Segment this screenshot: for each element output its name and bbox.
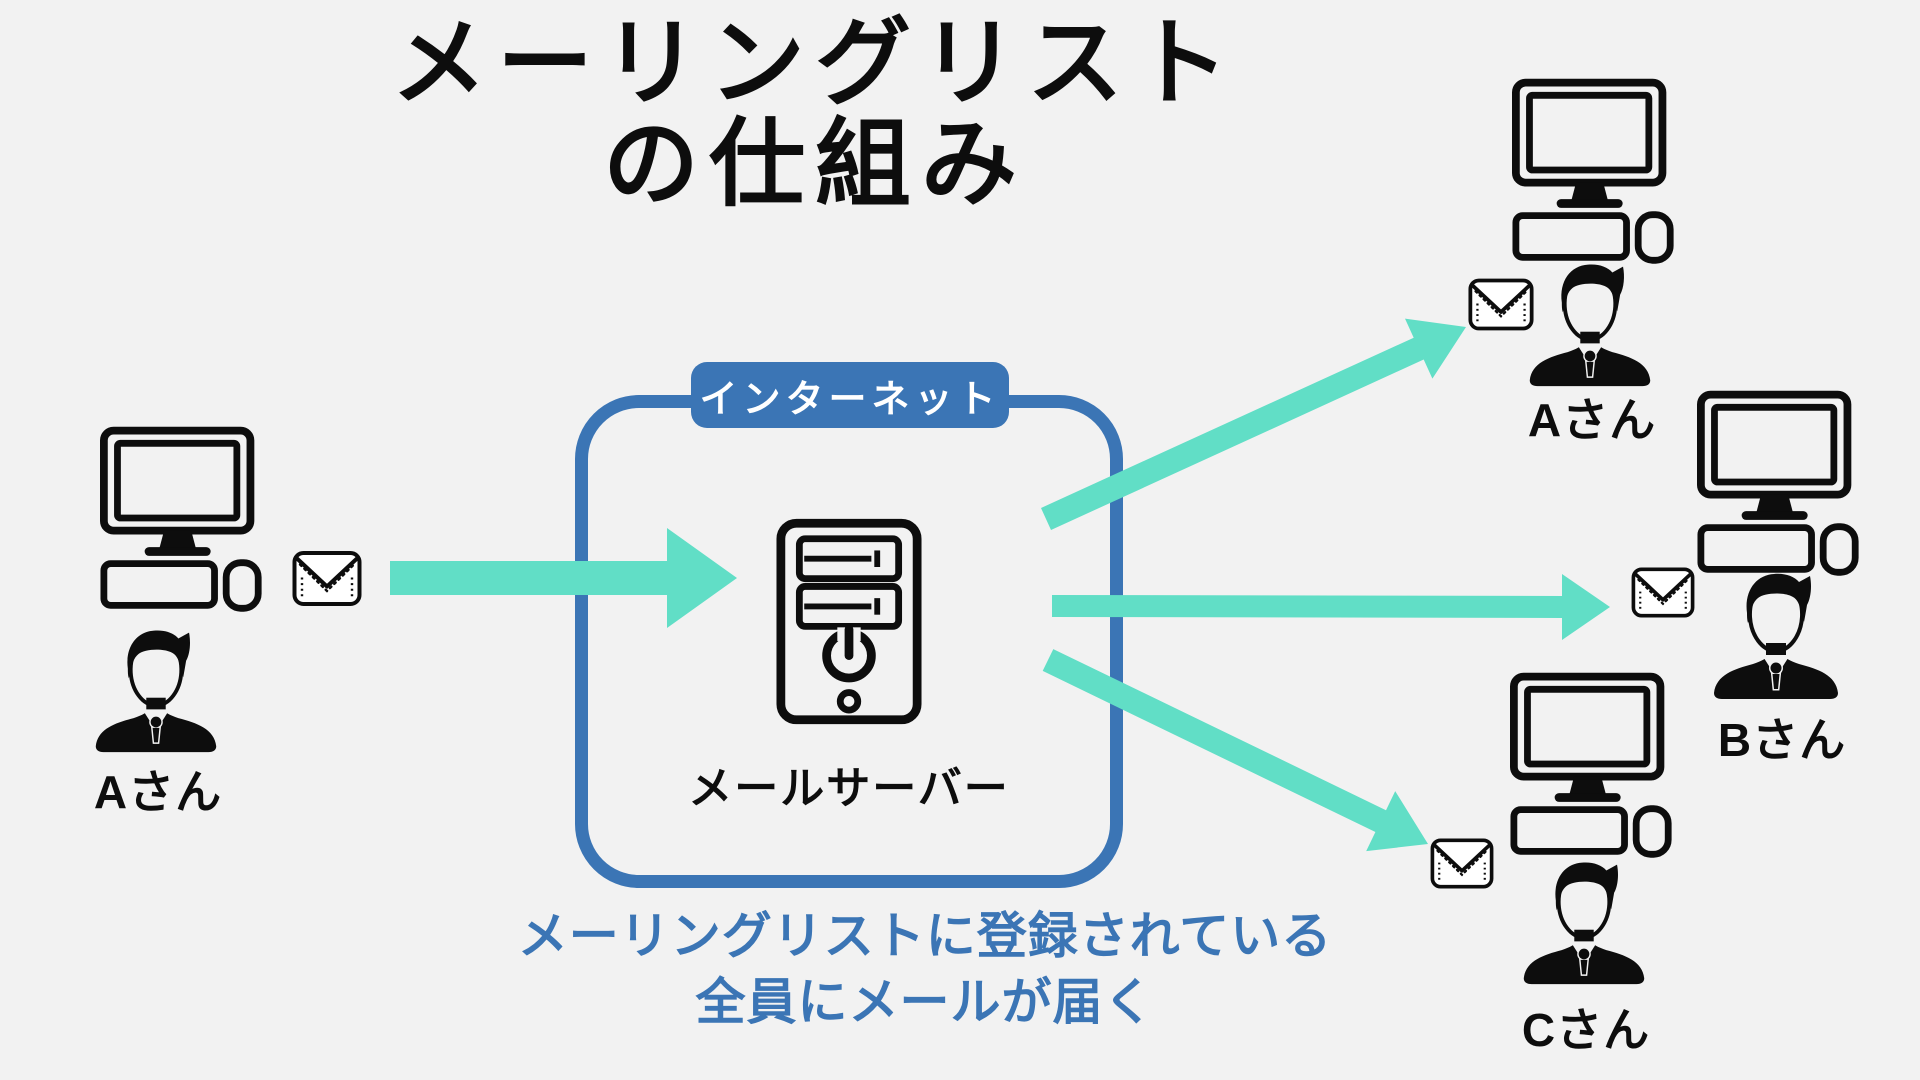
page-title-line1: メーリングリスト bbox=[391, 10, 1239, 117]
recipient-a-label: Aさん bbox=[1527, 394, 1657, 446]
page-title: メーリングリスト の仕組み bbox=[300, 10, 1330, 218]
recipient-a-computer-icon bbox=[1512, 76, 1677, 266]
server-label: メールサーバー bbox=[688, 764, 1010, 813]
recipient-b-person-icon bbox=[1706, 566, 1846, 700]
caption-line1: メーリングリストに登録されている bbox=[517, 908, 1333, 964]
caption-line2: 全員にメールが届く bbox=[695, 974, 1155, 1030]
recipient-b-envelope-icon bbox=[1630, 567, 1696, 618]
recipient-a-envelope-icon bbox=[1468, 278, 1534, 331]
sender-computer-icon bbox=[100, 424, 265, 614]
recipient-c-computer-icon bbox=[1510, 670, 1675, 860]
page-title-line2: の仕組み bbox=[603, 110, 1027, 218]
sender-label: Aさん bbox=[93, 766, 223, 818]
sender-envelope-icon bbox=[292, 550, 362, 607]
recipient-b-label: Bさん bbox=[1717, 714, 1847, 766]
arrow-server-to-recipient-b bbox=[1052, 574, 1610, 640]
internet-label-pill: インターネット bbox=[691, 362, 1009, 428]
recipient-c-person-icon bbox=[1516, 854, 1652, 986]
internet-label: インターネット bbox=[699, 378, 1001, 421]
recipient-c-envelope-icon bbox=[1430, 838, 1494, 889]
caption-text: メーリングリストに登録されている 全員にメールが届く bbox=[425, 903, 1425, 1035]
sender-person-icon bbox=[88, 622, 224, 754]
recipient-a-person-icon bbox=[1522, 256, 1658, 388]
recipient-b-computer-icon bbox=[1697, 388, 1862, 578]
recipient-c-label: Cさん bbox=[1521, 1004, 1651, 1056]
server-tower-icon bbox=[776, 518, 922, 725]
